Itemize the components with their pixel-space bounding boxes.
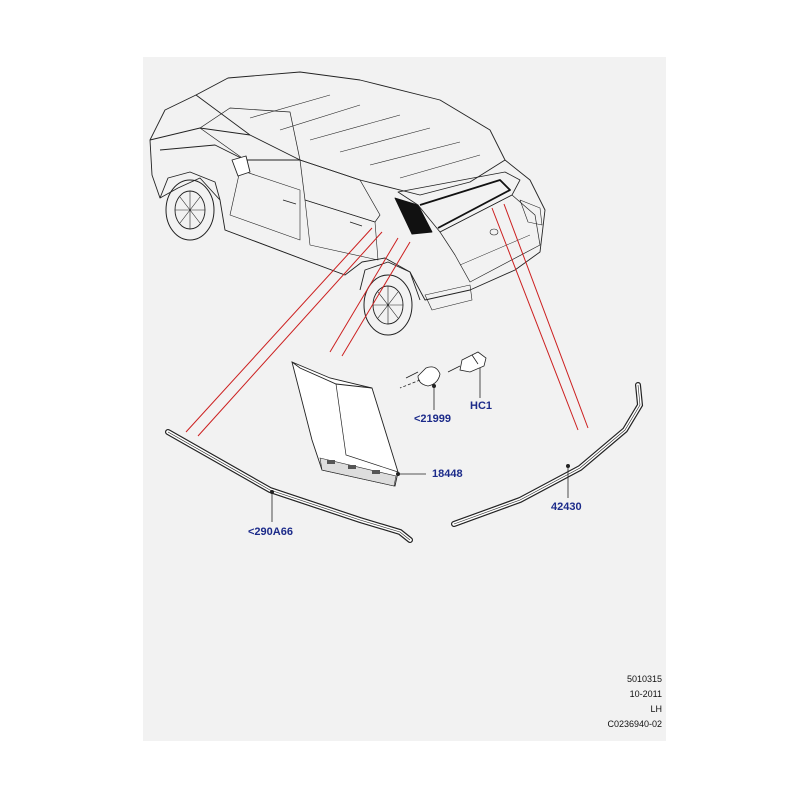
leader-line-290A66-a [185,227,373,433]
part-42430-moulding [451,382,644,527]
footer-ref: C0236940-02 [607,719,662,729]
callout-290A66: <290A66 [248,526,293,538]
footer-code: 5010315 [626,674,662,684]
diagram-panel [143,57,666,741]
leader-line-290A66-b [197,231,383,437]
part-21999-clip [399,366,441,389]
footer-side: LH [650,704,662,714]
callout-leaders [269,368,571,522]
callout-42430: 42430 [551,501,582,513]
part-290A66-moulding [165,429,413,543]
leader-line-18448-a [329,237,399,353]
callout-21999: <21999 [414,413,452,425]
footer-date: 10-2011 [629,689,662,699]
callout-18448: 18448 [432,468,463,480]
leader-line-42430-b [503,203,589,429]
leader-line-18448-b [341,241,411,357]
leader-lines [185,203,589,437]
leader-line-42430-a [491,207,579,431]
part-18448-trim-panel [291,361,399,487]
part-HC1-fastener [447,351,487,373]
vehicle-illustration [149,71,546,336]
callout-HC1: HC1 [470,400,493,412]
